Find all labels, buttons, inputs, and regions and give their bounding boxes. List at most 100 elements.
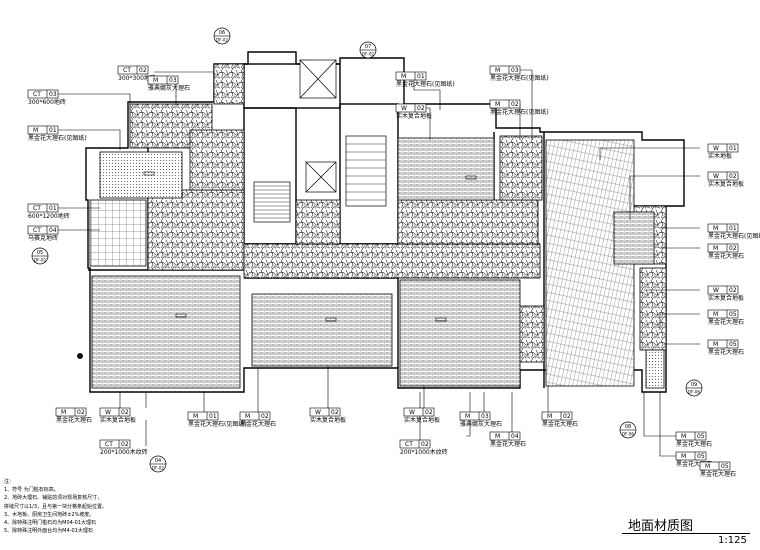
tag-code: M bbox=[681, 453, 686, 460]
tag-description: 黑金花大理石 bbox=[708, 348, 744, 356]
tag-code: CT bbox=[33, 91, 41, 98]
tag-code: M bbox=[495, 433, 500, 440]
tag-description: 雅典娜灰大理石 bbox=[460, 420, 502, 428]
tag-number: 02 bbox=[121, 409, 129, 416]
tag-number: 05 bbox=[729, 341, 737, 348]
tag-number: 02 bbox=[563, 413, 571, 420]
tag-box bbox=[27, 225, 59, 235]
tag-box bbox=[395, 103, 427, 113]
tag-number: 03 bbox=[49, 91, 57, 98]
tag-description: 黑金花大理石 bbox=[676, 440, 712, 448]
tag-number: 05 bbox=[697, 453, 705, 460]
tag-description: 黑金花大理石 bbox=[490, 440, 526, 448]
tag-box bbox=[395, 71, 427, 81]
tag-code: M bbox=[713, 225, 718, 232]
tag-code: M bbox=[465, 413, 470, 420]
marker-sheet: DF-02 bbox=[34, 258, 46, 263]
marker-sheet: DF-02 bbox=[216, 38, 228, 43]
tag-number: 01 bbox=[729, 145, 737, 152]
tag-code: M bbox=[705, 463, 710, 470]
tag-description: 黑金花大理石 bbox=[542, 420, 578, 428]
tag-box bbox=[399, 439, 431, 449]
tag-number: 02 bbox=[139, 67, 147, 74]
tag-box bbox=[707, 143, 739, 153]
tag-box bbox=[707, 285, 739, 295]
marker-number: 05 bbox=[37, 250, 43, 256]
marker-number: 06 bbox=[219, 30, 225, 36]
marker-sheet: DF-06 bbox=[688, 390, 700, 395]
tag-number: 02 bbox=[121, 441, 129, 448]
tag-description: 黑金花大理石 bbox=[700, 470, 736, 478]
tag-number: 02 bbox=[511, 101, 519, 108]
tag-number: 03 bbox=[511, 67, 519, 74]
tag-box bbox=[55, 407, 87, 417]
tag-code: M bbox=[153, 77, 158, 84]
drawing-scale: 1:125 bbox=[718, 535, 747, 546]
wood-areas bbox=[91, 137, 655, 389]
tag-code: CT bbox=[105, 441, 113, 448]
note-line: 注： bbox=[4, 479, 15, 485]
tag-box bbox=[707, 339, 739, 349]
tag-number: 02 bbox=[425, 409, 433, 416]
tag-description: 200*1000木纹砖 bbox=[400, 448, 448, 456]
tag-number: 03 bbox=[169, 77, 177, 84]
tile-grid-small bbox=[645, 349, 665, 389]
tag-number: 05 bbox=[729, 311, 737, 318]
tag-description: 黑金花大理石(见图纸) bbox=[188, 420, 247, 428]
tag-code: W bbox=[315, 409, 321, 416]
tag-code: W bbox=[401, 105, 407, 112]
tag-code: M bbox=[33, 127, 38, 134]
tag-description: 黑金花大理石 bbox=[240, 420, 276, 428]
tag-description: 600*1200地砖 bbox=[28, 212, 70, 220]
tag-box bbox=[27, 125, 59, 135]
tag-code: M bbox=[547, 413, 552, 420]
tag-code: M bbox=[495, 101, 500, 108]
tag-box bbox=[489, 99, 521, 109]
tag-box bbox=[187, 411, 219, 421]
tag-box bbox=[27, 203, 59, 213]
tag-code: M bbox=[713, 341, 718, 348]
tag-number: 04 bbox=[511, 433, 519, 440]
tag-code: CT bbox=[33, 205, 41, 212]
tag-description: 实木复合地板 bbox=[708, 294, 744, 302]
tag-code: M bbox=[495, 67, 500, 74]
tag-box bbox=[459, 411, 491, 421]
tag-description: 黑金花大理石(见图纸) bbox=[490, 74, 549, 82]
tag-code: W bbox=[713, 173, 719, 180]
tag-number: 05 bbox=[697, 433, 705, 440]
room-marks bbox=[143, 171, 477, 322]
tag-box bbox=[99, 407, 131, 417]
tag-box bbox=[239, 411, 271, 421]
tag-description: 黑金花大理石(见图纸) bbox=[490, 108, 549, 116]
tag-code: M bbox=[193, 413, 198, 420]
tag-code: M bbox=[713, 245, 718, 252]
marker-number: 09 bbox=[691, 382, 697, 388]
tag-number: 03 bbox=[481, 413, 489, 420]
tag-number: 02 bbox=[77, 409, 85, 416]
tag-box bbox=[707, 243, 739, 253]
note-line: 1、符号 为门槛石标高。 bbox=[4, 487, 59, 494]
tag-code: W bbox=[713, 145, 719, 152]
tag-code: W bbox=[105, 409, 111, 416]
tag-number: 01 bbox=[729, 225, 737, 232]
